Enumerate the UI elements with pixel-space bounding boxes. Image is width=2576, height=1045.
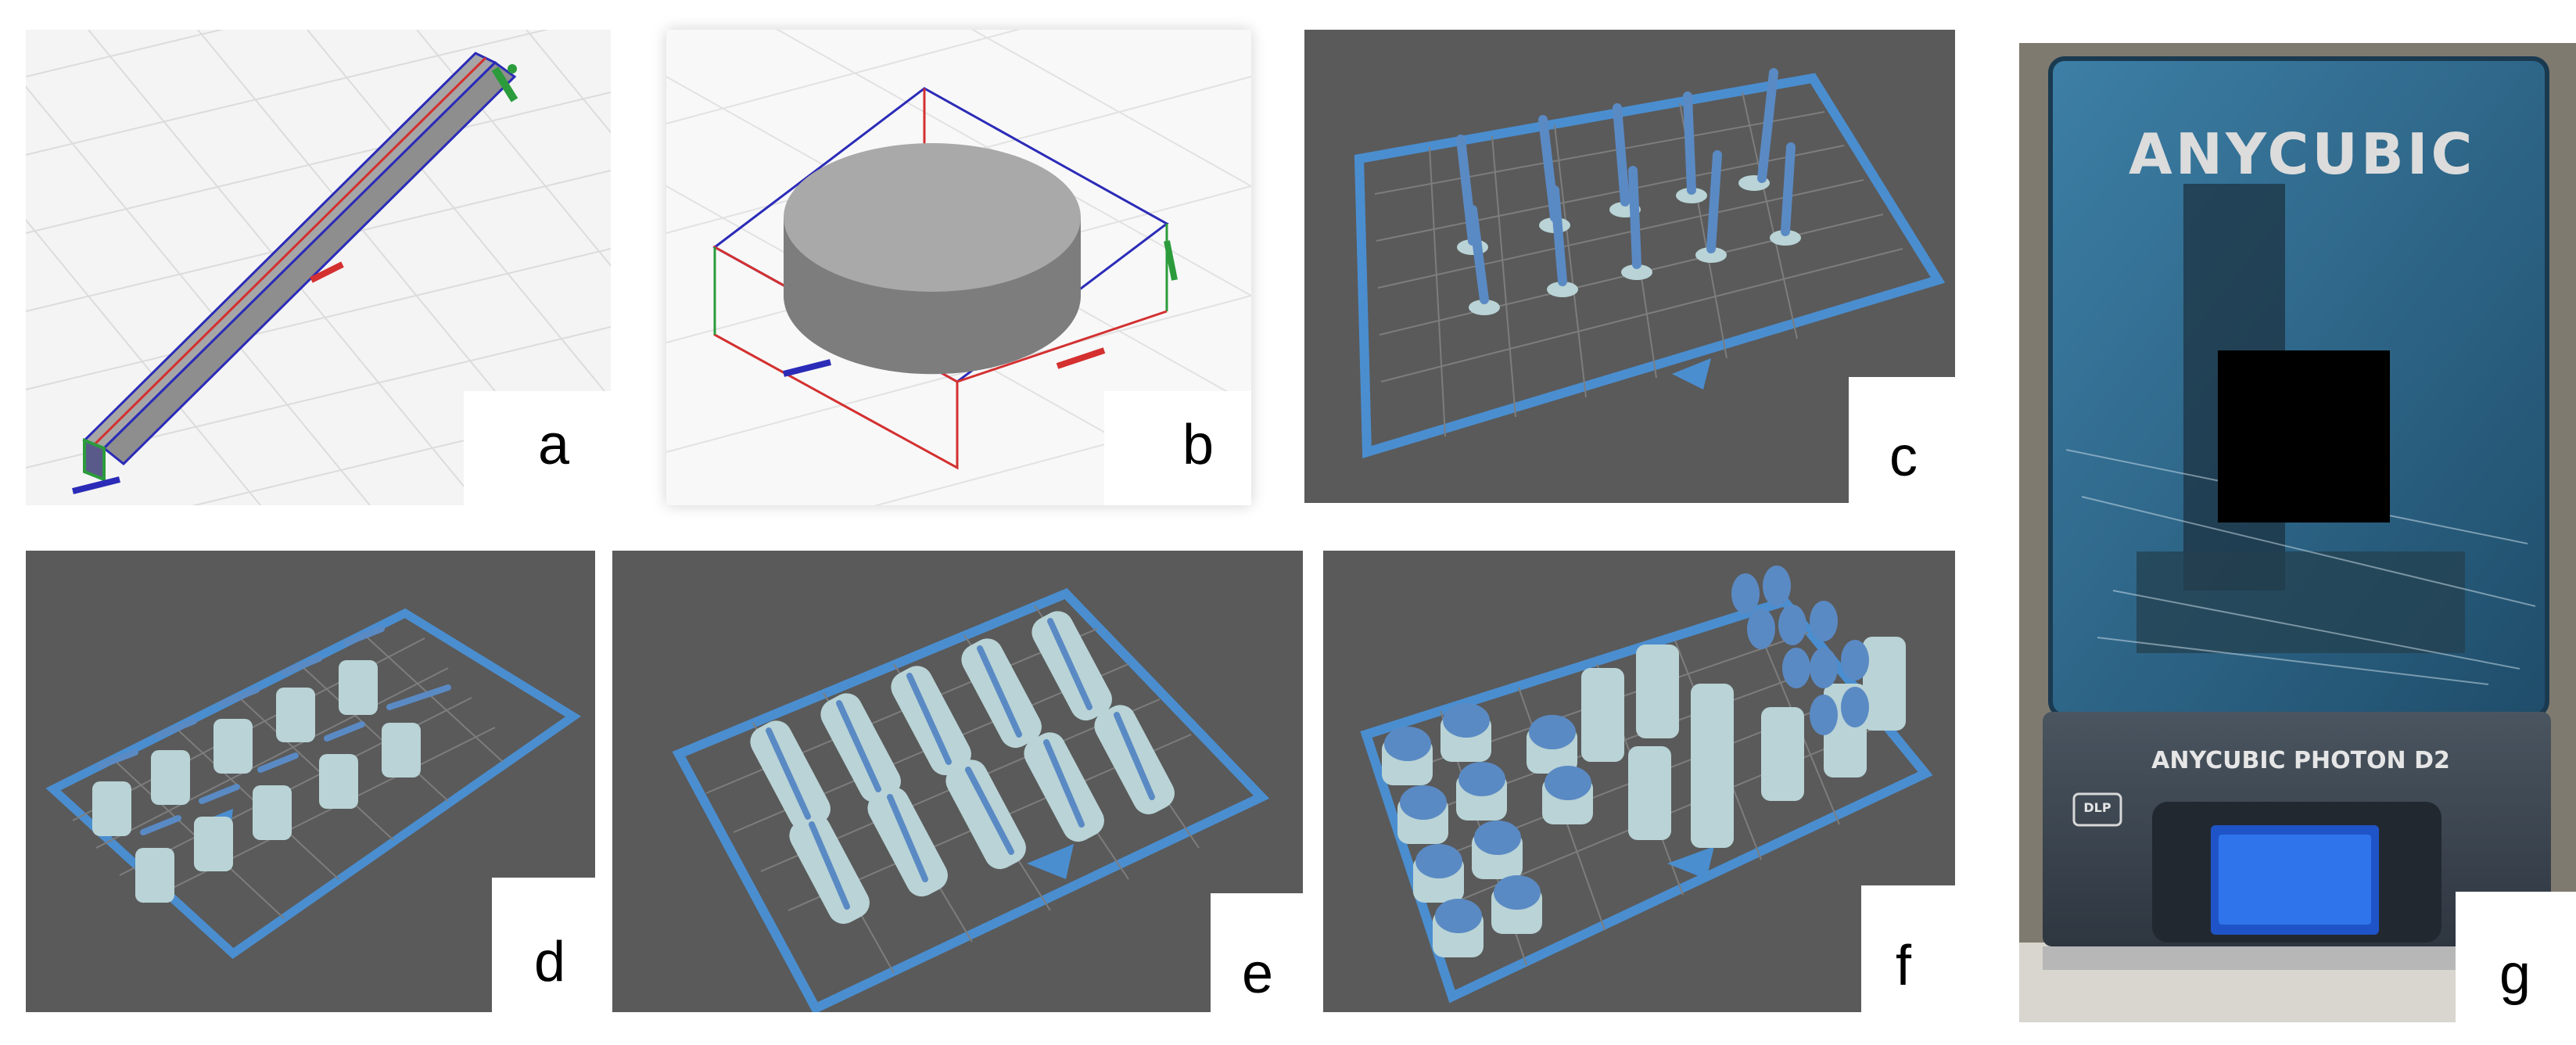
panel-label-box	[1861, 885, 1955, 1012]
panel-b: b	[666, 30, 1251, 505]
panel-label-a: a	[538, 414, 570, 476]
panel-a-drawing	[26, 30, 611, 505]
panel-b-drawing	[666, 30, 1251, 505]
panel-c-drawing	[1354, 68, 1946, 459]
panel-label-box	[492, 878, 595, 1012]
panel-a: a	[26, 30, 611, 505]
panel-label-d: d	[534, 931, 566, 993]
supports	[92, 660, 421, 903]
panel-f-drawing	[1360, 566, 1933, 1004]
redaction-block	[2218, 350, 2390, 522]
panel-label-c: c	[1889, 426, 1918, 488]
printer-illustration	[2019, 43, 2576, 1022]
panel-label-box	[2456, 892, 2576, 1022]
discs	[1384, 566, 1869, 933]
panel-label-b: b	[1182, 414, 1214, 476]
panel-d: d	[26, 551, 595, 1012]
panel-d-drawing	[45, 608, 582, 960]
panel-label-box	[464, 391, 611, 505]
panel-label-e: e	[1242, 943, 1274, 1005]
panel-e-drawing	[672, 587, 1270, 1012]
panel-g: ANYCUBIC ANYCUBIC PHOTON D2 DLP g	[2019, 43, 2576, 1022]
panel-label-box	[1849, 377, 1955, 503]
panel-label-box	[1104, 391, 1251, 505]
printer-model: ANYCUBIC PHOTON D2	[2151, 747, 2450, 774]
panel-e: e	[612, 551, 1303, 1012]
panel-label-g: g	[2499, 943, 2531, 1006]
panel-label-box	[1211, 893, 1303, 1012]
panel-c: c	[1304, 30, 1955, 503]
printer-brand: ANYCUBIC	[2129, 121, 2476, 187]
printer-badge: DLP	[2083, 800, 2111, 815]
panel-f: f	[1323, 551, 1955, 1012]
panel-label-f: f	[1896, 935, 1912, 997]
